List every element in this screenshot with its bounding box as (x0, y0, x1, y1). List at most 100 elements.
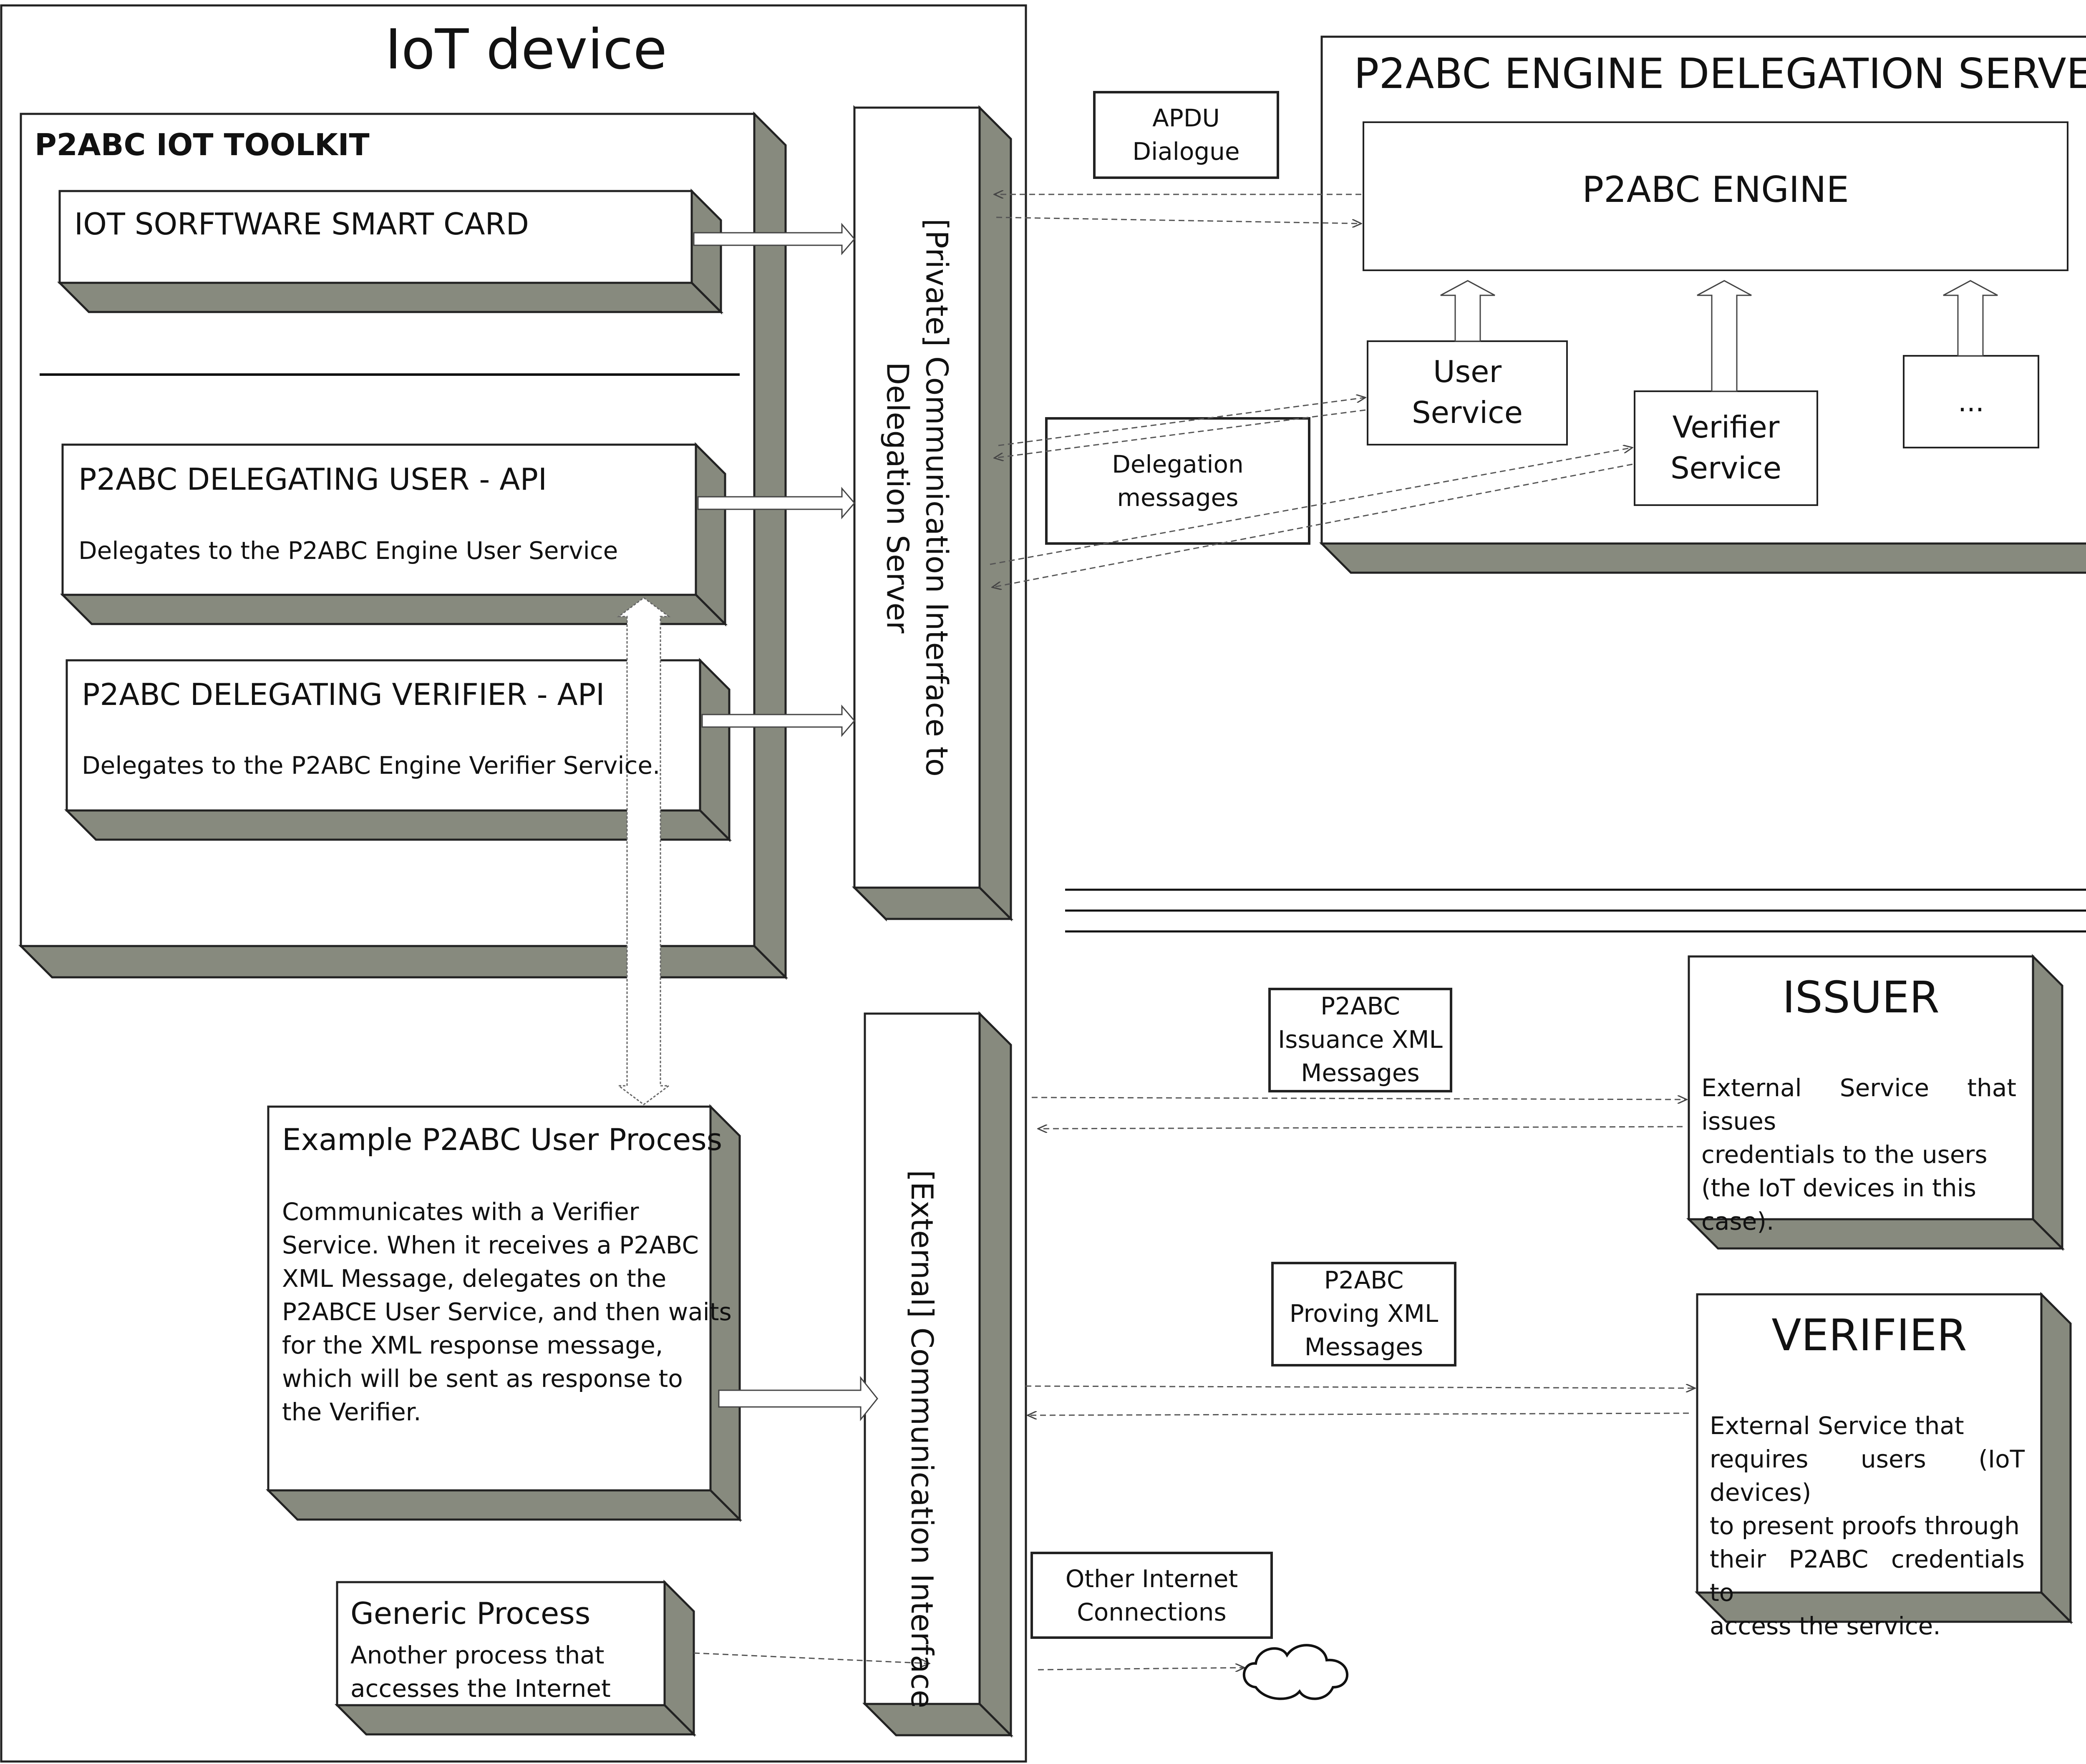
proving-line: P2ABC (1324, 1266, 1404, 1294)
engine-label: P2ABC ENGINE (1582, 169, 1849, 211)
verifier-line: requires users (IoT devices) (1710, 1445, 2025, 1507)
apdu-line: APDU (1152, 104, 1220, 132)
proving-label: P2ABC Proving XML Messages (1272, 1263, 1455, 1364)
issuance-label: P2ABC Issuance XML Messages (1270, 989, 1451, 1090)
delegation-frame (1045, 417, 1310, 545)
user-process-line: for the XML response message, (282, 1331, 663, 1359)
issuance-line: Messages (1301, 1059, 1420, 1087)
delegation-arrow-4 (992, 463, 1633, 587)
proving-line: Proving XML (1289, 1299, 1439, 1328)
other-connections-arrow (1038, 1668, 1245, 1670)
user-api-process-double-arrow (617, 597, 671, 1105)
other-line: Connections (1077, 1598, 1227, 1626)
user-process-box-shape (265, 1104, 743, 1522)
engine-up-arrow-2 (1697, 280, 1752, 392)
verifier-desc: External Service that requires users (Io… (1710, 1409, 2025, 1643)
engine-up-arrow-3 (1943, 280, 1998, 357)
smart-card-box-shape (57, 188, 724, 315)
verifier-line: their P2ABC credentials to (1710, 1545, 2025, 1607)
generic-process-line: Another process that (350, 1641, 605, 1669)
user-process-desc: Communicates with a Verifier Service. Wh… (282, 1195, 732, 1429)
iot-device-frame (0, 4, 1027, 1763)
verifier-title: VERIFIER (1771, 1310, 1967, 1361)
verifier-box-shape (1694, 1291, 2073, 1625)
more-services-label: ... (1958, 386, 1984, 418)
cloud-icon (1242, 1644, 1348, 1700)
toolkit-title: P2ABC IOT TOOLKIT (35, 127, 370, 162)
delegation-arrow-3 (990, 448, 1633, 565)
private-interface-label: [Private] Communication Interface to Del… (854, 108, 980, 888)
smart-card-to-interface-arrow (693, 222, 855, 256)
delegation-server-title: P2ABC ENGINE DELEGATION SERVER (1354, 49, 2086, 98)
apdu-arrow-to-engine (996, 216, 1361, 224)
user-process-to-external-arrow (718, 1376, 878, 1422)
private-interface-front (852, 105, 1014, 922)
apdu-label: APDU Dialogue (1094, 101, 1278, 168)
issuer-arrow-out (1031, 1097, 1687, 1100)
private-interface-text: [Private] Communication Interface to Del… (880, 219, 955, 777)
verifier-api-box-shape (64, 657, 732, 843)
user-process-line: XML Message, delegates on the (282, 1264, 667, 1293)
verifier-api-desc: Delegates to the P2ABC Engine Verifier S… (82, 751, 660, 780)
apdu-frame (1093, 91, 1279, 179)
user-process-title: Example P2ABC User Process (282, 1122, 723, 1157)
issuer-line: External Service that issues (1701, 1074, 2016, 1135)
issuer-arrow-in (1038, 1127, 1683, 1129)
engine-box-shape (1363, 121, 2068, 271)
user-service-label: User Service (1368, 351, 1567, 433)
issuer-box-shape (1686, 954, 2065, 1251)
iot-device-title: IoT device (385, 18, 667, 82)
generic-process-desc: Another process that accesses the Intern… (350, 1638, 611, 1705)
other-line: Other Internet (1065, 1565, 1238, 1593)
verifier-service-line: Service (1670, 450, 1782, 486)
smart-card-title: IOT SORFTWARE SMART CARD (74, 206, 529, 242)
user-service-line: Service (1411, 395, 1523, 430)
external-interface-label: [External] Communication Interface (865, 1014, 980, 1709)
delegation-arrow-2 (994, 409, 1366, 458)
user-api-to-interface-arrow (697, 486, 855, 520)
issuer-line: credentials to the users (1701, 1140, 1988, 1169)
verifier-service-line: Verifier (1672, 410, 1780, 445)
issuer-title: ISSUER (1782, 972, 1940, 1023)
generic-process-box-shape (334, 1579, 697, 1737)
other-connections-label: Other Internet Connections (1032, 1562, 1272, 1629)
engine-up-arrow-1 (1440, 280, 1495, 342)
verifier-line: External Service that (1710, 1412, 1964, 1440)
issuance-line: Issuance XML (1278, 1025, 1443, 1054)
verifier-api-title: P2ABC DELEGATING VERIFIER - API (82, 677, 605, 712)
issuer-line: case). (1701, 1207, 1774, 1236)
user-process-line: Service. When it receives a P2ABC (282, 1231, 699, 1259)
user-service-line: User (1433, 354, 1502, 389)
proving-frame (1271, 1262, 1456, 1366)
verifier-arrow-in (1028, 1413, 1689, 1415)
generic-to-external-arrow (693, 1652, 930, 1663)
other-frame (1030, 1552, 1273, 1639)
user-process-line: the Verifier. (282, 1398, 421, 1426)
apdu-line: Dialogue (1132, 137, 1240, 166)
user-api-box-shape (60, 442, 728, 627)
proving-line: Messages (1304, 1333, 1423, 1361)
external-interface-box-shape (862, 1011, 1014, 1738)
verifier-service-label: Verifier Service (1635, 407, 1817, 488)
user-process-line: Communicates with a Verifier (282, 1198, 639, 1226)
generic-process-line: accesses the Internet (350, 1674, 611, 1703)
delegation-line: messages (1117, 483, 1239, 512)
user-process-line: P2ABCE User Service, and then waits (282, 1298, 732, 1326)
issuer-line: (the IoT devices in this (1701, 1174, 1977, 1202)
issuance-frame (1268, 988, 1452, 1092)
verifier-line: access the service. (1710, 1612, 1941, 1640)
user-api-title: P2ABC DELEGATING USER - API (78, 462, 547, 497)
user-service-box-shape (1367, 340, 1568, 445)
delegation-label: Delegation messages (1046, 448, 1309, 514)
verifier-api-to-interface-arrow (701, 704, 855, 737)
issuer-desc: External Service that issues credentials… (1701, 1071, 2016, 1238)
verifier-line: to present proofs through (1710, 1512, 2020, 1540)
external-interface-text: [External] Communication Interface (904, 1170, 940, 1709)
verifier-arrow-out (1025, 1386, 1695, 1388)
delegation-line: Delegation (1112, 450, 1244, 478)
user-api-desc: Delegates to the P2ABC Engine User Servi… (78, 536, 618, 565)
issuance-line: P2ABC (1320, 992, 1400, 1020)
generic-process-title: Generic Process (350, 1596, 591, 1631)
user-process-line: which will be sent as response to (282, 1364, 683, 1393)
